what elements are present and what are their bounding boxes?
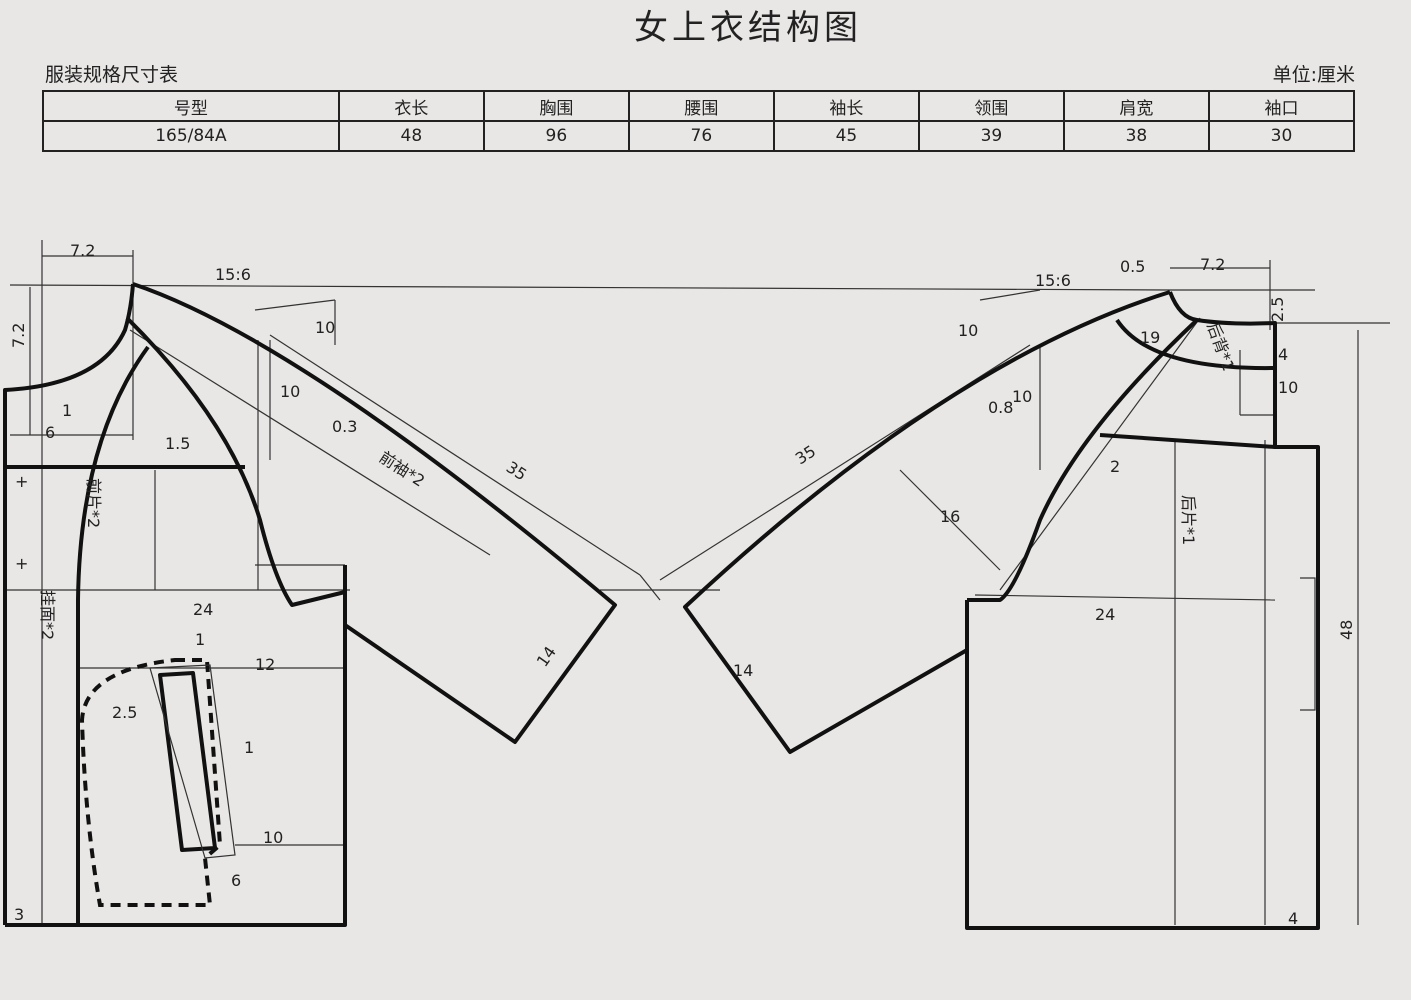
cell: 76 xyxy=(627,120,775,152)
dim-label: 14 xyxy=(533,643,560,671)
back-annotations: 0.5 7.2 15:6 2.5 10 19 后背*1 4 10 0.8 10 … xyxy=(733,255,1356,928)
cell: 45 xyxy=(772,120,920,152)
header-cell: 肩宽 xyxy=(1062,90,1210,122)
table-row: 165/84A 48 96 76 45 39 38 30 xyxy=(42,120,1356,152)
dim-label: 14 xyxy=(733,661,753,680)
dim-label: 4 xyxy=(1288,909,1298,928)
header-cell: 衣长 xyxy=(337,90,485,122)
dim-label: 19 xyxy=(1140,328,1160,347)
dim-label: 1 xyxy=(244,738,254,757)
piece-label: 前片*2 xyxy=(84,478,103,528)
dim-label: 2 xyxy=(1110,457,1120,476)
dim-label: 12 xyxy=(255,655,275,674)
dim-label: 6 xyxy=(45,423,55,442)
dim-label: 24 xyxy=(1095,605,1115,624)
piece-label: 前袖*2 xyxy=(376,447,428,490)
header-cell: 领围 xyxy=(917,90,1065,122)
dim-label: 15:6 xyxy=(1035,271,1071,290)
dim-label: 35 xyxy=(503,457,530,484)
dim-label: 4 xyxy=(1278,345,1288,364)
front-piece xyxy=(3,283,347,927)
front-annotations: 7.2 7.2 15:6 10 10 0.3 1.5 1 6 前片*2 前袖*2… xyxy=(9,241,560,924)
cell: 39 xyxy=(917,120,1065,152)
unit-label: 单位:厘米 xyxy=(1272,64,1355,86)
cell: 30 xyxy=(1207,120,1356,152)
dim-label: 3 xyxy=(14,905,24,924)
dim-label: 2.5 xyxy=(1268,297,1287,322)
dim-label: 10 xyxy=(315,318,335,337)
dim-label: 10 xyxy=(263,828,283,847)
table-caption: 服装规格尺寸表 xyxy=(45,64,179,86)
pocket xyxy=(79,658,236,907)
page-title: 女上衣结构图 xyxy=(634,8,862,48)
dim-label: 7.2 xyxy=(9,323,28,348)
dim-label: 48 xyxy=(1337,620,1356,640)
front-sleeve xyxy=(132,282,617,744)
spec-table: 号型 衣长 胸围 腰围 袖长 领围 肩宽 袖口 165/84A 48 96 76… xyxy=(42,90,1356,152)
dim-label: 1 xyxy=(195,630,205,649)
dim-label: 10 xyxy=(1012,387,1032,406)
plus-mark: + xyxy=(15,554,28,573)
piece-label: 后片*1 xyxy=(1179,495,1198,545)
header-cell: 胸围 xyxy=(482,90,630,122)
dim-label: 35 xyxy=(792,441,819,468)
header-cell: 袖口 xyxy=(1207,90,1356,122)
dim-label: 1.5 xyxy=(165,434,190,453)
header-cell: 袖长 xyxy=(772,90,920,122)
table-header-row: 号型 衣长 胸围 腰围 袖长 领围 肩宽 袖口 xyxy=(42,90,1356,122)
dim-label: 1 xyxy=(62,401,72,420)
header-cell: 腰围 xyxy=(627,90,775,122)
dim-label: 2.5 xyxy=(112,703,137,722)
dim-label: 10 xyxy=(280,382,300,401)
dim-label: 0.5 xyxy=(1120,257,1145,276)
dim-label: 15:6 xyxy=(215,265,251,284)
back-piece xyxy=(965,291,1320,930)
plus-mark: + xyxy=(15,472,28,491)
cell: 165/84A xyxy=(42,120,340,152)
piece-label: 挂面*2 xyxy=(38,590,57,640)
back-sleeve xyxy=(683,290,1171,754)
dim-label: 10 xyxy=(958,321,978,340)
dim-label: 16 xyxy=(940,507,960,526)
dim-label: 7.2 xyxy=(70,241,95,260)
cell: 48 xyxy=(337,120,485,152)
dim-label: 24 xyxy=(193,600,213,619)
cell: 38 xyxy=(1062,120,1210,152)
dim-label: 0.3 xyxy=(332,417,357,436)
dim-label: 7.2 xyxy=(1200,255,1225,274)
dim-label: 10 xyxy=(1278,378,1298,397)
header-cell: 号型 xyxy=(42,90,340,122)
dim-label: 0.8 xyxy=(988,398,1013,417)
dim-label: 6 xyxy=(231,871,241,890)
cell: 96 xyxy=(482,120,630,152)
